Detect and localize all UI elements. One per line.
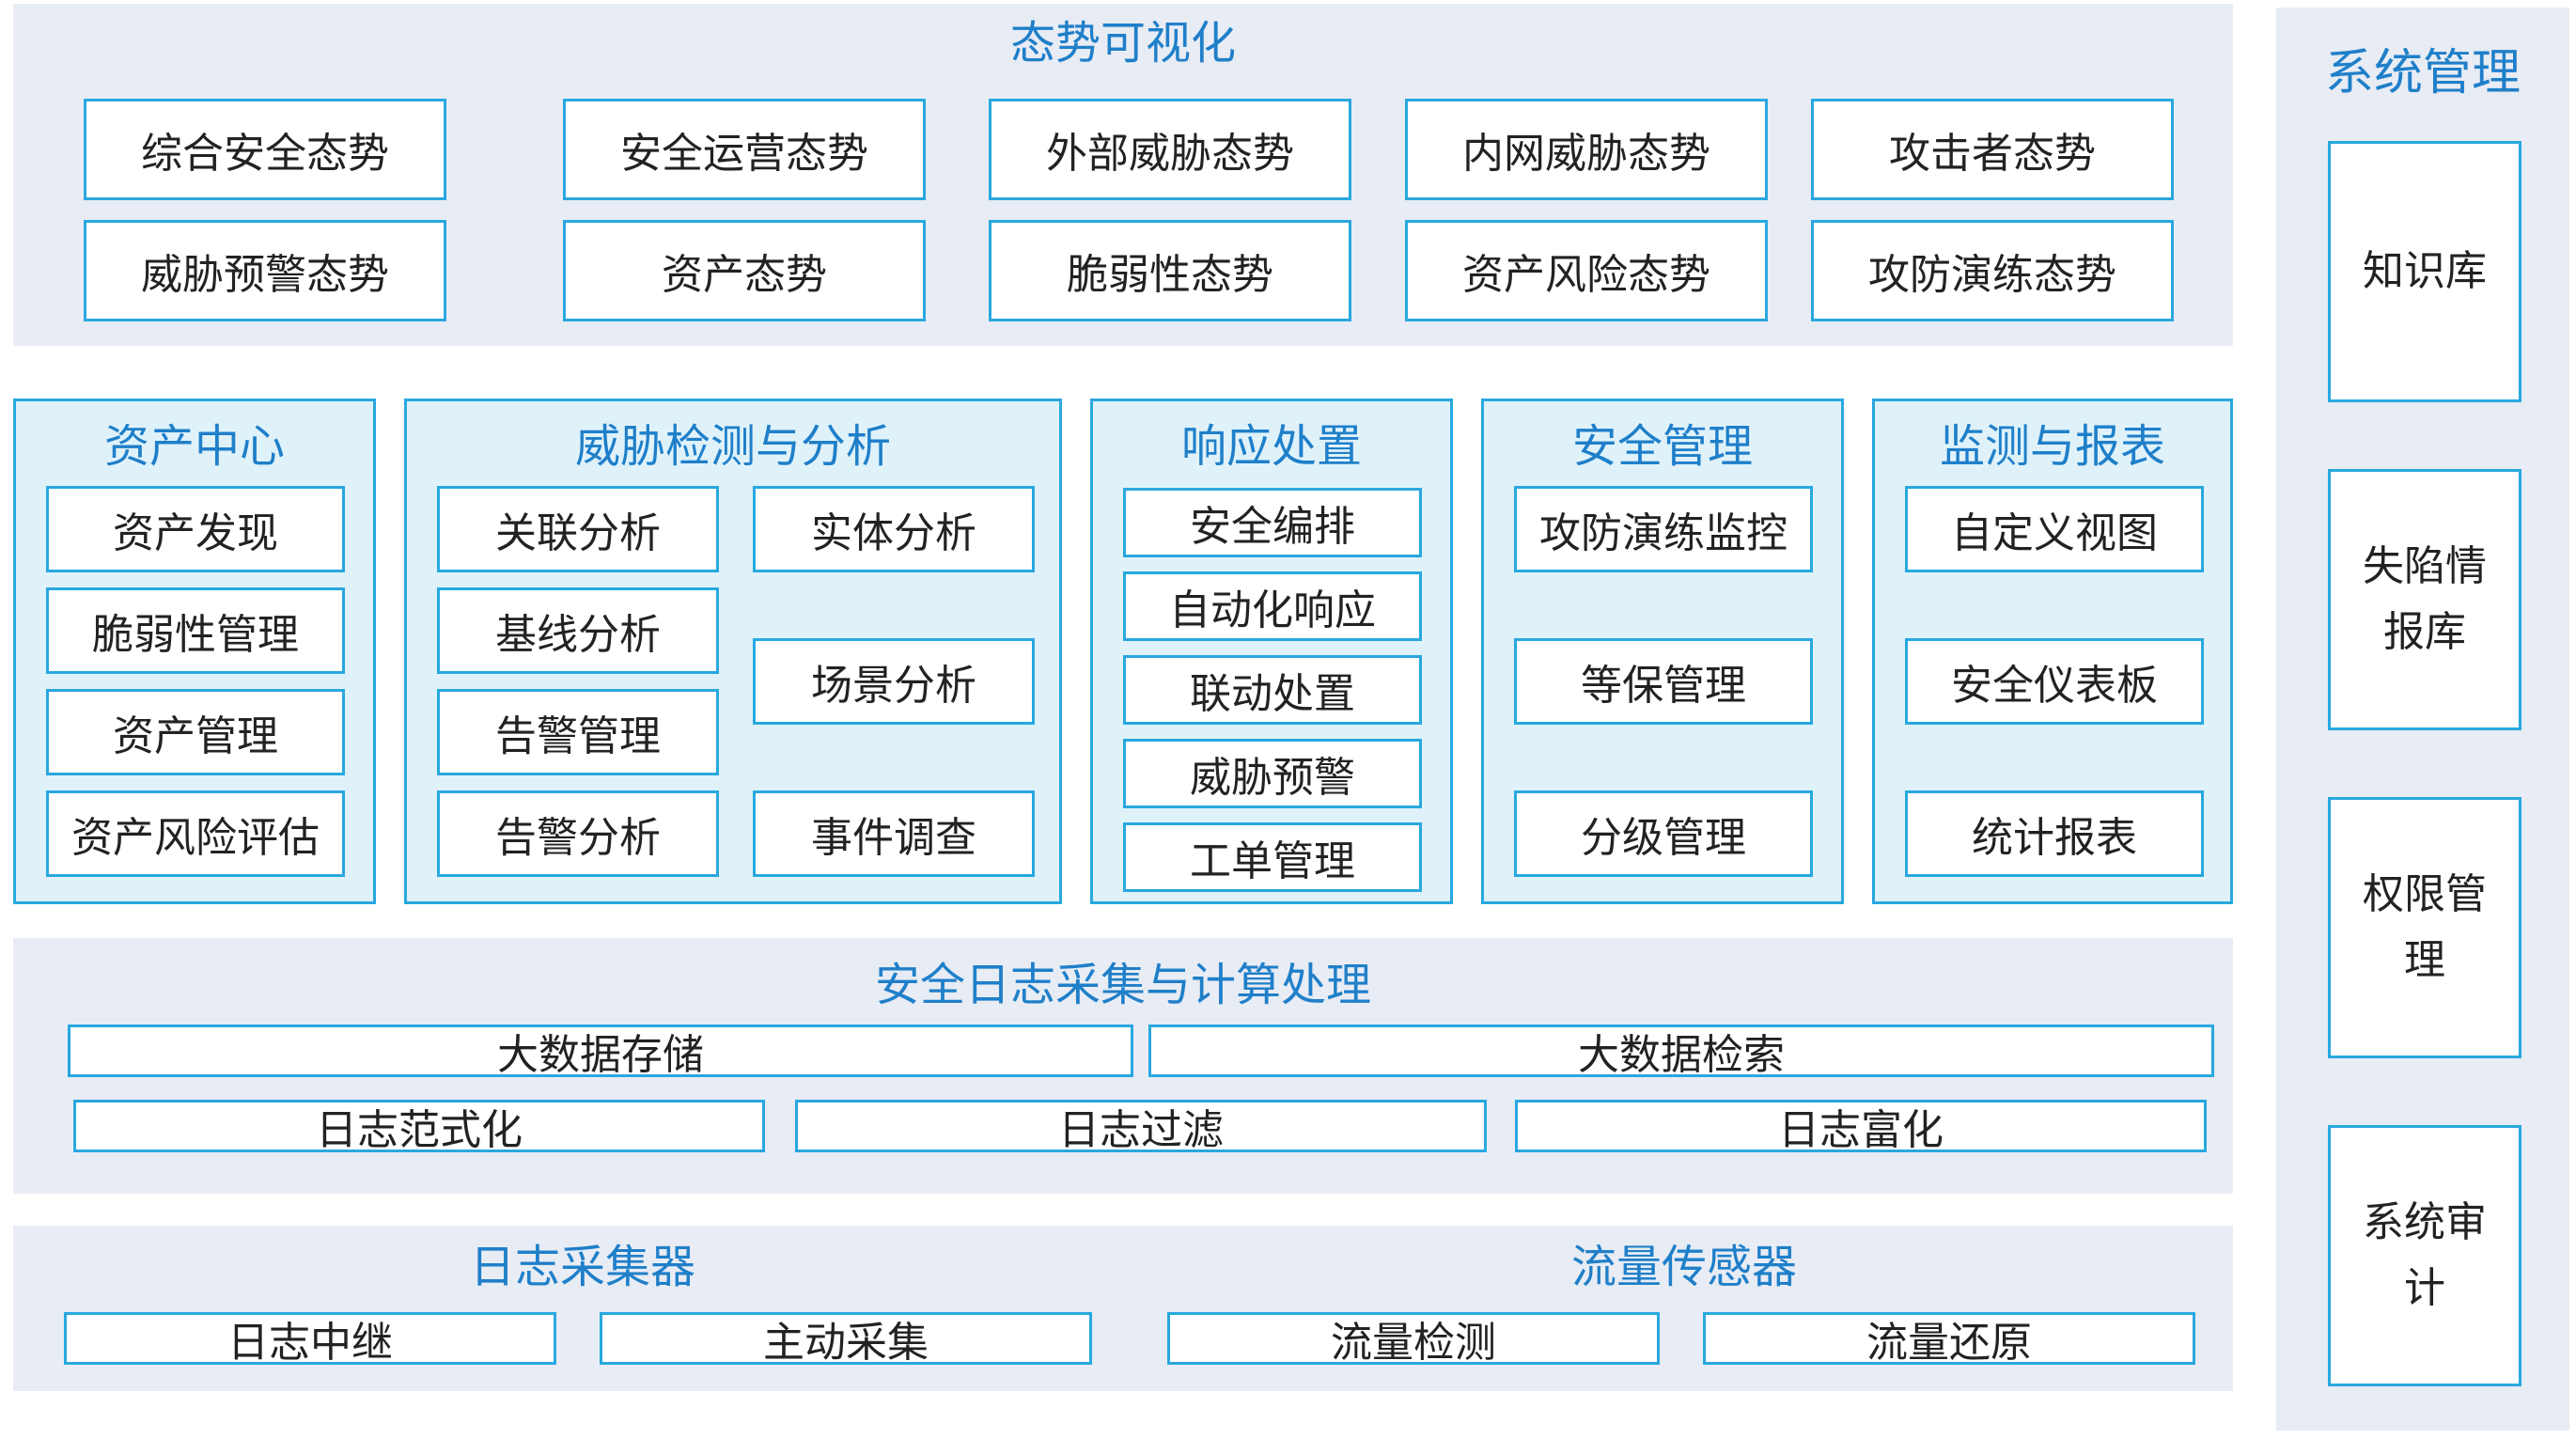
- situation-item[interactable]: 综合安全态势: [84, 99, 446, 200]
- monitor-item[interactable]: 自定义视图: [1905, 486, 2204, 572]
- monitor-item[interactable]: 统计报表: [1905, 790, 2204, 877]
- security-mgmt-title: 安全管理: [1571, 420, 1753, 473]
- situation-item[interactable]: 内网威胁态势: [1405, 99, 1768, 200]
- response-item[interactable]: 自动化响应: [1123, 571, 1422, 641]
- log-processing-item[interactable]: 日志过滤: [795, 1100, 1487, 1154]
- situation-title: 态势可视化: [1009, 17, 1236, 70]
- situation-panel: 态势可视化 综合安全态势 安全运营态势 外部威胁态势 内网威胁态势 攻击者态势 …: [13, 4, 2233, 346]
- response-item[interactable]: 联动处置: [1123, 655, 1422, 725]
- threat-title: 威胁检测与分析: [574, 420, 891, 473]
- system-mgmt-item[interactable]: 知识库: [2328, 141, 2521, 402]
- situation-item[interactable]: 安全运营态势: [563, 99, 926, 200]
- response-item[interactable]: 安全编排: [1123, 488, 1422, 557]
- response-title: 响应处置: [1180, 420, 1362, 473]
- situation-item[interactable]: 脆弱性态势: [989, 220, 1351, 321]
- security-mgmt-item[interactable]: 分级管理: [1514, 790, 1813, 877]
- situation-item[interactable]: 威胁预警态势: [84, 220, 446, 321]
- system-mgmt-title: 系统管理: [2324, 45, 2521, 102]
- security-mgmt-item[interactable]: 攻防演练监控: [1514, 486, 1813, 572]
- log-processing-item[interactable]: 大数据存储: [68, 1025, 1133, 1079]
- system-mgmt-item[interactable]: 系统审计: [2328, 1125, 2521, 1386]
- collector-title: 日志采集器: [469, 1241, 695, 1293]
- threat-item[interactable]: 告警管理: [437, 689, 719, 775]
- situation-item[interactable]: 攻防演练态势: [1811, 220, 2174, 321]
- asset-center-item[interactable]: 脆弱性管理: [46, 587, 345, 674]
- system-mgmt-item[interactable]: 失陷情报库: [2328, 469, 2521, 730]
- threat-item[interactable]: 事件调查: [753, 790, 1035, 877]
- situation-item[interactable]: 资产态势: [563, 220, 926, 321]
- asset-center-item[interactable]: 资产发现: [46, 486, 345, 572]
- monitor-title: 监测与报表: [1939, 420, 2165, 473]
- response-item[interactable]: 工单管理: [1123, 822, 1422, 892]
- threat-item[interactable]: 关联分析: [437, 486, 719, 572]
- collector-panel: 日志采集器 流量传感器 日志中继 主动采集 流量检测 流量还原: [13, 1226, 2233, 1391]
- log-processing-item[interactable]: 大数据检索: [1148, 1025, 2214, 1079]
- collector-item[interactable]: 主动采集: [600, 1312, 1092, 1367]
- threat-module: 威胁检测与分析 关联分析 基线分析 告警管理 告警分析 实体分析 场景分析 事件…: [404, 399, 1062, 904]
- asset-center-title: 资产中心: [103, 420, 285, 473]
- security-mgmt-item[interactable]: 等保管理: [1514, 638, 1813, 725]
- situation-item[interactable]: 外部威胁态势: [989, 99, 1351, 200]
- threat-item[interactable]: 场景分析: [753, 638, 1035, 725]
- asset-center-module: 资产中心 资产发现 脆弱性管理 资产管理 资产风险评估: [13, 399, 376, 904]
- situation-item[interactable]: 攻击者态势: [1811, 99, 2174, 200]
- asset-center-item[interactable]: 资产管理: [46, 689, 345, 775]
- situation-item[interactable]: 资产风险态势: [1405, 220, 1768, 321]
- response-item[interactable]: 威胁预警: [1123, 739, 1422, 808]
- monitor-module: 监测与报表 自定义视图 安全仪表板 统计报表: [1872, 399, 2233, 904]
- response-module: 响应处置 安全编排 自动化响应 联动处置 威胁预警 工单管理: [1090, 399, 1453, 904]
- log-processing-item[interactable]: 日志范式化: [73, 1100, 765, 1154]
- system-mgmt-panel: 系统管理 知识库 失陷情报库 权限管理 系统审计: [2276, 8, 2569, 1431]
- system-mgmt-item[interactable]: 权限管理: [2328, 797, 2521, 1058]
- collector-item[interactable]: 日志中继: [64, 1312, 556, 1367]
- log-processing-panel: 安全日志采集与计算处理 大数据存储 大数据检索 日志范式化 日志过滤 日志富化: [13, 938, 2233, 1194]
- sensor-item[interactable]: 流量检测: [1167, 1312, 1660, 1367]
- security-mgmt-module: 安全管理 攻防演练监控 等保管理 分级管理: [1481, 399, 1844, 904]
- sensor-title: 流量传感器: [1570, 1241, 1797, 1293]
- threat-item[interactable]: 基线分析: [437, 587, 719, 674]
- threat-item[interactable]: 告警分析: [437, 790, 719, 877]
- monitor-item[interactable]: 安全仪表板: [1905, 638, 2204, 725]
- log-processing-title: 安全日志采集与计算处理: [874, 959, 1371, 1011]
- sensor-item[interactable]: 流量还原: [1703, 1312, 2195, 1367]
- asset-center-item[interactable]: 资产风险评估: [46, 790, 345, 877]
- log-processing-item[interactable]: 日志富化: [1515, 1100, 2207, 1154]
- threat-item[interactable]: 实体分析: [753, 486, 1035, 572]
